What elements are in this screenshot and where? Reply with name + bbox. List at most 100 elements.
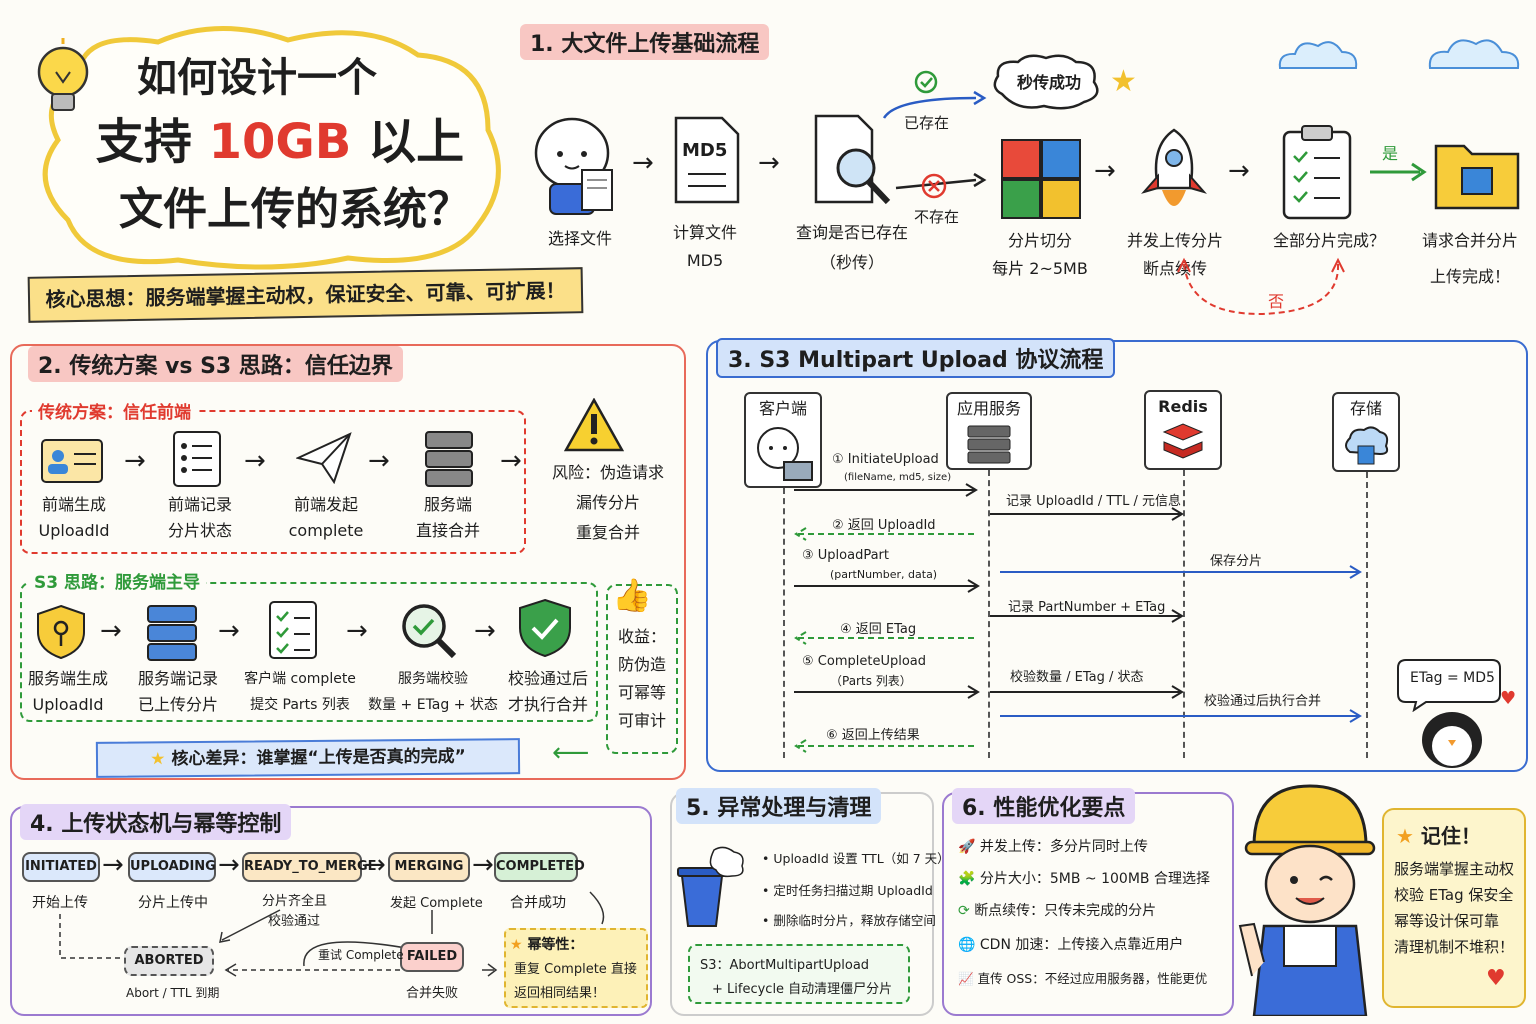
trad-title: 传统方案：信任前端 [32,398,197,423]
s3-arrow-3: → [346,616,368,646]
memo-line-3: 幂等设计保可靠 [1394,912,1500,930]
folder-icon [1434,144,1520,210]
risk-3: 重复合并 [575,523,640,542]
warning-icon [564,398,624,452]
memo-title: ★ 记住！ [1396,820,1481,849]
s3-step5-a: 校验通过后 [507,669,588,688]
memo-line-4: 清理机制不堆积！ [1394,938,1515,956]
state-merging: MERGING [388,852,470,882]
checklist-icon [269,601,317,659]
etag-speech-bubble [1397,659,1501,712]
idempotency-line2: 返回相同结果！ [514,986,606,1001]
trad-step1-a: 前端生成 [41,495,106,514]
actor-redis: Redis [1158,397,1208,416]
note-verify: 校验数量 / ETag / 状态 [1010,670,1144,685]
app-server-icon [967,425,1011,464]
s6-item-5: 📈 直传 OSS：不经过应用服务器，性能更优 [958,968,1207,987]
refresh-icon: ⟳ [958,903,970,919]
trad-arrow-2: → [244,446,266,476]
id-card-icon [41,439,103,483]
list-icon [173,431,221,487]
s4-heading: 4. 上传状态机与幂等控制 [20,804,292,840]
trad-step4-a: 服务端 [423,495,472,514]
lifeline-redis [1183,470,1185,758]
s1-step-query-a: 查询是否已存在 [795,223,908,242]
label-start-upload: 开始上传 [32,895,88,911]
star-icon: ★ [1110,64,1137,99]
msg-return-uploadid: ② 返回 UploadId [832,518,936,533]
benefit-box [606,584,678,754]
etag-md5-note: ETag = MD5 [1410,670,1495,686]
s6-item-4-text: CDN 加速：上传接入点靠近用户 [979,937,1184,953]
s3-idea-title: S3 思路：服务端主导 [28,568,206,593]
title-line2-pre: 支持 [95,114,192,170]
memo-line-2: 校验 ETag 保安全 [1394,886,1514,904]
s3-arrow-1: → [100,616,122,646]
s6-item-4: 🌐 CDN 加速：上传接入点靠近用户 [958,934,1183,954]
trad-step2-b: 分片状态 [167,521,232,540]
trad-arrow-4: → [500,446,522,476]
puzzle-icon [1001,139,1081,219]
yes-label: 是 [1382,144,1399,163]
label-retry-complete: 重试 Complete [318,948,404,962]
state-initiated: INITIATED [22,852,100,882]
s3-arrow-4: → [474,616,496,646]
title-line1: 如何设计一个 [137,55,377,101]
state-arrow-1: → [102,850,124,880]
md5-document-icon [674,116,740,204]
trad-box [20,410,526,554]
s5-s3-line2: + Lifecycle 自动清理僵尸分片 [712,982,893,997]
state-arrow-3: → [364,850,386,880]
state-arrow-4: → [472,850,494,880]
msg-complete-params: （Parts 列表） [830,674,912,688]
risk-1: 风险：伪造请求 [551,463,664,482]
trad-arrow-3: → [368,446,390,476]
not-exists-label: 不存在 [914,208,960,226]
shield-key-icon [37,604,85,660]
exists-label: 已存在 [904,114,950,132]
s5-bullet-3: • 删除临时分片，释放存储空间 [762,913,936,928]
s5-bullet-1-text: UploadId 设置 TTL（如 7 天） [773,851,950,866]
thumbs-up-icon: 👍 [612,576,652,614]
person-with-file-icon [534,117,613,215]
s6-item-5-text: 直传 OSS：不经过应用服务器，性能更优 [977,971,1208,986]
s3-step5-b: 才执行合并 [507,695,588,714]
core-diff-banner: ★ 核心差异：谁掌握“上传是否真的完成” [95,738,521,778]
globe-icon: 🌐 [958,937,976,953]
s3-step4-b: 数量 + ETag + 状态 [368,697,498,713]
s5-s3-line1: S3：AbortMultipartUpload [700,958,870,973]
s3-step2-b: 已上传分片 [137,695,218,714]
s5-heading: 5. 异常处理与清理 [676,788,882,824]
diff-star-icon: ★ [150,749,166,770]
s2-heading: 2. 传统方案 vs S3 思路：信任边界 [28,346,403,382]
s5-bullet-2: • 定时任务扫描过期 UploadId [762,883,933,898]
state-ready-to-merge: READY_TO_MERGE [242,852,377,882]
label-parts-complete: 分片齐全且 [262,894,328,909]
label-verified: 校验通过 [268,914,321,929]
msg-return-etag: ④ 返回 ETag [840,622,917,637]
s1-step-all-done: 全部分片完成？ [1272,231,1385,250]
s4-panel [10,806,652,1016]
label-uploading: 分片上传中 [138,895,208,911]
shield-check-icon [519,598,571,658]
state-completed: COMPLETED [494,852,585,882]
trad-step3-a: 前端发起 [293,495,358,514]
sequence-arrows [794,483,1362,753]
trad-step2-a: 前端记录 [167,495,232,514]
s3-step3-a: 客户端 complete [244,671,356,687]
memo-star-icon: ★ [1396,824,1414,848]
lifeline-storage [1366,472,1368,758]
s5-s3-note [688,944,910,1004]
s2-panel [10,344,686,780]
msg-complete: ⑤ CompleteUpload [802,654,926,669]
chart-icon: 📈 [958,971,974,986]
heart-icon: ♥ [1500,688,1517,709]
s1-step-md5-a: 计算文件 [672,223,737,242]
search-document-icon [814,114,891,205]
idempotency-title: ★ 幂等性： [510,934,583,954]
title-highlight: 10GB [208,114,352,170]
trash-can-icon [677,846,744,927]
state-uploading: UPLOADING [128,852,216,882]
lifeline-client [783,488,785,758]
msg-return-result: ⑥ 返回上传结果 [826,728,920,743]
